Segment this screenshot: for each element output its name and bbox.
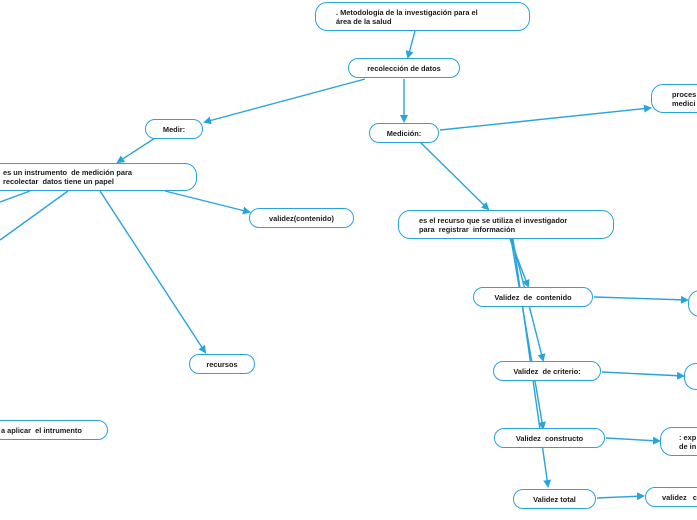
node-recursos[interactable]: recursos xyxy=(189,354,255,374)
node-medicion[interactable]: Medición: xyxy=(369,123,439,143)
node-validez-constructo-text: Validez constructo xyxy=(515,433,584,443)
node-medir-text: Medir: xyxy=(162,124,186,134)
edge-total-validez xyxy=(596,492,645,501)
node-root-title-text: . Metodología de la investigación para e… xyxy=(336,7,478,26)
node-validez-right[interactable]: validez c xyxy=(645,487,697,507)
node-validez-de-criterio-text: Validez de criterio: xyxy=(513,366,581,376)
edge-criterio-right xyxy=(601,371,685,380)
node-instrumento-medicion-text: es un instrumento de medición para recol… xyxy=(3,168,132,186)
node-medicion-text: Medición: xyxy=(386,128,422,138)
node-explicacion-text: : exp de in xyxy=(679,432,697,451)
node-validez-de-contenido[interactable]: Validez de contenido xyxy=(473,287,593,307)
node-proceso-medicion[interactable]: proces medici xyxy=(651,84,697,113)
edge-medicion-proceso xyxy=(439,104,652,131)
node-aplicar-instrumento-text: a aplicar el intrumento xyxy=(1,425,82,435)
node-aplicar-instrumento[interactable]: a aplicar el intrumento xyxy=(0,420,108,440)
node-root-title[interactable]: . Metodología de la investigación para e… xyxy=(315,2,530,31)
edge-constructo-exp xyxy=(605,436,661,445)
edge-instrumento-validez xyxy=(164,190,251,215)
node-recurso-investigador-text: es el recurso que se utiliza el investig… xyxy=(419,215,568,234)
edge-contenido-right xyxy=(593,295,689,304)
node-medir[interactable]: Medir: xyxy=(145,119,203,139)
edge-instrumento-offleft-2 xyxy=(0,190,69,241)
node-validez-total-text: Validez total xyxy=(533,494,576,504)
node-validez-de-criterio[interactable]: Validez de criterio: xyxy=(493,361,601,381)
node-proceso-medicion-text: proces medici xyxy=(672,89,697,108)
node-recursos-text: recursos xyxy=(206,359,238,369)
node-validez-right-text: validez c xyxy=(662,492,697,502)
node-recurso-investigador[interactable]: es el recurso que se utiliza el investig… xyxy=(398,210,614,239)
edge-instrumento-offleft-1 xyxy=(0,190,31,203)
edge-medir-instrumento xyxy=(116,137,156,164)
node-validez-de-contenido-text: Validez de contenido xyxy=(494,292,572,302)
edge-recoleccion-medir xyxy=(203,78,366,125)
node-validez-contenido-left[interactable]: validez(contenido) xyxy=(249,208,354,228)
edge-root-recoleccion xyxy=(405,30,416,59)
node-validez-contenido-left-text: validez(contenido) xyxy=(269,213,334,223)
edge-instrumento-recursos xyxy=(99,190,207,354)
node-recoleccion-datos[interactable]: recolección de datos xyxy=(348,58,460,78)
edge-medicion-recurso xyxy=(419,141,490,211)
node-validez-total[interactable]: Validez total xyxy=(513,489,596,509)
node-instrumento-medicion[interactable]: es un instrumento de medición para recol… xyxy=(0,163,197,191)
node-explicacion[interactable]: : exp de in xyxy=(660,427,697,456)
node-validez-constructo[interactable]: Validez constructo xyxy=(494,428,605,448)
node-recoleccion-datos-text: recolección de datos xyxy=(367,63,441,73)
